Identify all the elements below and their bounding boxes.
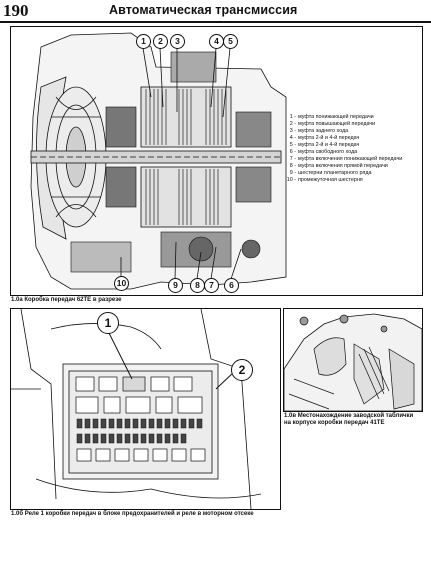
figure-a-frame: 1 2 3 4 5 10 9 8 7 6 — [10, 26, 423, 296]
legend-item: 6 -муфта свободного хода — [289, 149, 358, 156]
figure-c-frame — [283, 308, 423, 412]
figure-b-frame: 1 2 — [10, 308, 281, 510]
legend-item: 4 -муфта 2-й и 4-й передач — [289, 135, 360, 142]
figure-a-legend: 1 -муфта понижающей передачи 2 -муфта по… — [283, 114, 417, 184]
legend-item: 9 -шестерни планетарного ряда — [289, 170, 372, 177]
callout-4: 4 — [209, 34, 224, 49]
legend-item: 5 -муфта 2-й и 4-й передач — [289, 142, 360, 149]
legend-item: 10 -промежуточная шестерня — [286, 177, 363, 184]
callout-2: 2 — [153, 34, 168, 49]
callout-8: 8 — [190, 278, 205, 293]
legend-item: 1 -муфта понижающей передачи — [289, 114, 374, 120]
nameplate-location-illustration — [284, 313, 422, 411]
header-rule — [0, 21, 431, 23]
callout-5: 5 — [223, 34, 238, 49]
callout-7: 7 — [204, 278, 219, 293]
callout-relay-1: 1 — [97, 312, 119, 334]
callout-3: 3 — [170, 34, 185, 49]
figure-b-caption: 1.0б Реле 1 коробки передач в блоке пред… — [11, 511, 254, 517]
callout-9: 9 — [168, 278, 183, 293]
figure-c-caption: 1.0в Местонахождение заводской таблички … — [284, 413, 414, 427]
callout-10: 10 — [114, 276, 129, 291]
fuse-box-illustration — [11, 309, 262, 509]
callout-1: 1 — [136, 34, 151, 49]
callout-relay-2: 2 — [231, 359, 253, 381]
transmission-cutaway-illustration — [30, 32, 287, 290]
legend-item: 2 -муфта повышающей передачи — [289, 121, 376, 128]
legend-item: 8 -муфта включения прямой передачи — [289, 163, 388, 170]
legend-item: 3 -муфта заднего хода — [289, 128, 349, 135]
figure-a-caption: 1.0а Коробка передач 62ТЕ в разрезе — [11, 297, 122, 303]
page-number: 190 — [3, 1, 29, 20]
callout-6: 6 — [224, 278, 239, 293]
page-title: Автоматическая трансмиссия — [109, 3, 298, 17]
legend-item: 7 -муфта включения понижающей передачи — [289, 156, 403, 163]
